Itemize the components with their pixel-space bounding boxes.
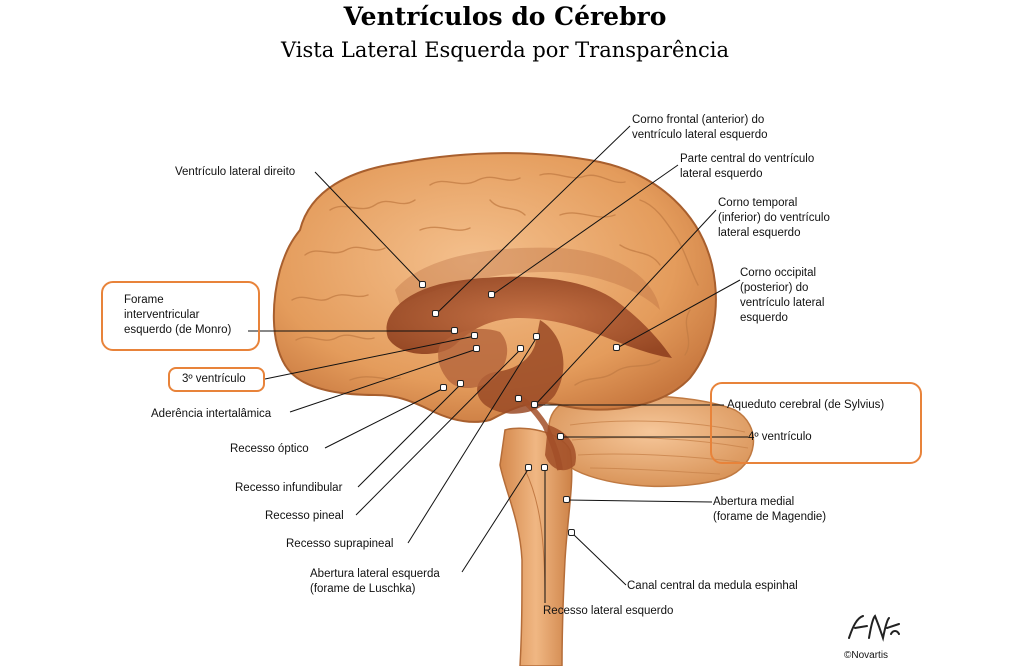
- marker-ventriculo-lateral-direito: [419, 281, 426, 288]
- highlight-box-aqueduto: [710, 382, 922, 464]
- marker-recesso-suprapineal: [533, 333, 540, 340]
- leader-lines: [248, 125, 748, 603]
- right-lateral-ventricle: [395, 247, 660, 310]
- marker-aqueduto: [531, 401, 538, 408]
- label-parte-central: Parte central do ventrículo lateral esqu…: [680, 153, 815, 180]
- copyright-text: ©Novartis: [844, 650, 889, 661]
- label-aderencia: Aderência intertalâmica: [151, 408, 272, 420]
- label-canal-central: Canal central da medula espinhal: [627, 580, 798, 592]
- marker-recesso-pineal: [517, 345, 524, 352]
- marker-aderencia: [473, 345, 480, 352]
- highlight-box-forame: [101, 281, 260, 351]
- third-ventricle-shape: [438, 328, 508, 389]
- marker-terceiro-ventriculo: [471, 332, 478, 339]
- fourth-ventricle-shape: [545, 425, 576, 471]
- marker-abertura-lateral: [525, 464, 532, 471]
- label-forame-monro: Forame interventricular esquerdo (de Mon…: [124, 294, 232, 336]
- label-recesso-optico: Recesso óptico: [230, 443, 309, 455]
- page-subtitle: Vista Lateral Esquerda por Transparência: [280, 38, 729, 62]
- label-abertura-lateral: Abertura lateral esquerda (forame de Lus…: [310, 568, 440, 595]
- marker-forame-monro: [451, 327, 458, 334]
- marker-recesso-infundibular: [457, 380, 464, 387]
- label-corno-frontal: Corno frontal (anterior) do ventrículo l…: [632, 114, 768, 141]
- marker-abertura-medial: [563, 496, 570, 503]
- label-recesso-suprapineal: Recesso suprapineal: [286, 538, 394, 550]
- label-corno-temporal: Corno temporal (inferior) do ventrículo …: [718, 197, 830, 239]
- label-quarto-ventriculo: 4º ventrículo: [748, 431, 812, 443]
- netter-signature: [843, 608, 903, 646]
- marker-corno-temporal: [515, 395, 522, 402]
- marker-parte-central: [488, 291, 495, 298]
- page-title: Ventrículos do Cérebro: [343, 2, 667, 31]
- marker-recesso-optico: [440, 384, 447, 391]
- label-abertura-medial: Abertura medial (forame de Magendie): [713, 496, 827, 523]
- highlight-box-terceiro-ventriculo: [168, 367, 265, 392]
- marker-quarto-ventriculo: [557, 433, 564, 440]
- label-terceiro-ventriculo: 3º ventrículo: [182, 373, 246, 385]
- label-ventriculo-lateral-direito: Ventrículo lateral direito: [175, 166, 296, 178]
- label-recesso-pineal: Recesso pineal: [265, 510, 344, 522]
- label-aqueduto: Aqueduto cerebral (de Sylvius): [727, 399, 885, 411]
- marker-canal-central: [568, 529, 575, 536]
- temporal-horn: [477, 320, 564, 414]
- marker-corno-occipital: [613, 344, 620, 351]
- label-recesso-infundibular: Recesso infundibular: [235, 482, 343, 494]
- marker-recesso-lateral: [541, 464, 548, 471]
- label-corno-occipital: Corno occipital (posterior) do ventrícul…: [740, 267, 825, 324]
- label-recesso-lateral: Recesso lateral esquerdo: [543, 605, 674, 617]
- marker-corno-frontal: [432, 310, 439, 317]
